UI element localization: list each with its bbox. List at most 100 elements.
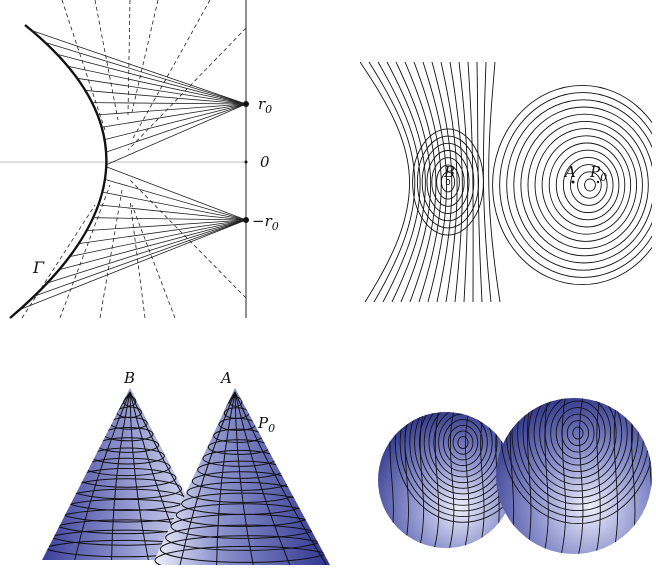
ray-lower — [69, 219, 247, 258]
contour-ring-a — [534, 128, 638, 242]
dashed-ray — [131, 0, 159, 113]
dashed-ray — [131, 204, 176, 319]
contour-ring-a — [492, 84, 652, 286]
sphere-contour — [452, 430, 474, 455]
cone-generatrix — [234, 391, 291, 565]
dashed-ray — [94, 0, 119, 121]
cone-generatrix — [74, 391, 131, 560]
cone-generatrix — [129, 391, 149, 560]
cone-label-p0: P0 — [257, 414, 275, 435]
sphere-contour — [550, 400, 606, 466]
sphere-contour — [539, 398, 617, 479]
ray-lower — [93, 217, 247, 221]
dashed-ray — [131, 0, 211, 141]
contour-ring-a — [577, 171, 602, 199]
cone-contour — [154, 545, 330, 565]
ray-lower — [19, 219, 247, 310]
sphere-contour — [572, 426, 584, 440]
sphere-contour — [555, 407, 601, 460]
dashed-ray — [127, 0, 131, 116]
sphere-meridian — [449, 412, 455, 548]
contour-ring-a — [527, 120, 643, 250]
contour-wave — [422, 62, 447, 302]
cone-contour — [159, 535, 330, 563]
rays-panel: r0 0 −r0 Γ — [0, 0, 279, 319]
contour-ring-a — [562, 156, 614, 214]
contour-wave — [476, 62, 483, 302]
ray-upper — [77, 77, 247, 105]
sphere-meridian — [595, 398, 601, 554]
contour-ring-a — [548, 142, 626, 228]
cone-generatrix — [234, 391, 254, 565]
gamma-label: Γ — [32, 258, 45, 277]
sphere-contour — [457, 436, 469, 450]
sphere-meridian — [464, 412, 470, 548]
contour-ring-a — [555, 149, 620, 221]
sphere-meridian — [378, 412, 379, 548]
sphere-meridian — [578, 398, 584, 554]
contour-panel: B A P0 — [360, 62, 652, 302]
cone-generatrix — [111, 391, 131, 560]
dashed-ray — [99, 189, 123, 319]
contour-ring-a — [569, 164, 608, 206]
ray-lower — [47, 219, 247, 284]
contour-ring-b — [436, 164, 460, 200]
sphere-contour — [522, 398, 634, 499]
contour-lines — [360, 62, 652, 302]
contour-ring-a — [499, 92, 652, 278]
cone-a — [152, 388, 330, 565]
sphere-contour — [566, 420, 589, 447]
sphere-meridian — [403, 412, 409, 548]
contour-wave — [488, 62, 501, 302]
ray-lower — [86, 219, 247, 232]
contour-ring-a — [513, 106, 652, 264]
contour-point-a — [571, 180, 575, 184]
ray-upper — [104, 103, 247, 141]
dashed-rays — [21, 0, 247, 319]
ray-upper — [106, 103, 247, 166]
cone-generatrix — [216, 391, 236, 565]
contour-wave — [395, 62, 432, 302]
sphere-contour — [533, 398, 623, 486]
sphere-meridian — [612, 398, 619, 554]
ray-lower — [102, 191, 247, 221]
ray-lower — [58, 219, 247, 271]
ray-upper — [67, 65, 247, 105]
cone-label-b: B — [123, 369, 135, 387]
sphere-contour — [443, 419, 484, 467]
contour-wave — [368, 62, 416, 302]
ray-upper — [97, 103, 247, 116]
r0-label: r0 — [258, 95, 272, 116]
cone-generatrix — [179, 391, 236, 565]
sphere-contour — [409, 412, 514, 506]
sphere-contour — [423, 412, 503, 489]
neg-r0-point — [243, 217, 249, 223]
sphere-contour — [517, 398, 639, 505]
dashed-ray — [61, 0, 106, 131]
contour-wave — [458, 62, 469, 302]
gamma-curve — [9, 24, 108, 319]
sphere-contour — [528, 398, 628, 492]
sphere-contour — [447, 424, 479, 461]
neg-r0-label: −r0 — [252, 212, 279, 233]
dashed-ray — [59, 184, 111, 319]
contour-wave — [431, 62, 453, 302]
contour-point-p0 — [596, 180, 600, 184]
contour-wave — [413, 62, 442, 302]
dashed-ray — [127, 177, 247, 299]
zero-label: 0 — [260, 153, 270, 171]
dashed-ray — [129, 199, 146, 319]
r0-point — [243, 101, 249, 107]
sphere-meridian — [543, 398, 549, 554]
ray-lower — [78, 219, 247, 245]
sphere-contour — [428, 412, 498, 484]
dashed-ray — [127, 27, 247, 151]
contour-ring-b — [431, 157, 465, 207]
dashed-ray — [21, 204, 96, 319]
contour-ring-a — [506, 99, 652, 271]
contour-label-p0: P0 — [589, 163, 607, 184]
sphere-right — [496, 398, 652, 554]
contour-ring-a — [520, 113, 649, 257]
ray-lower — [106, 166, 247, 221]
